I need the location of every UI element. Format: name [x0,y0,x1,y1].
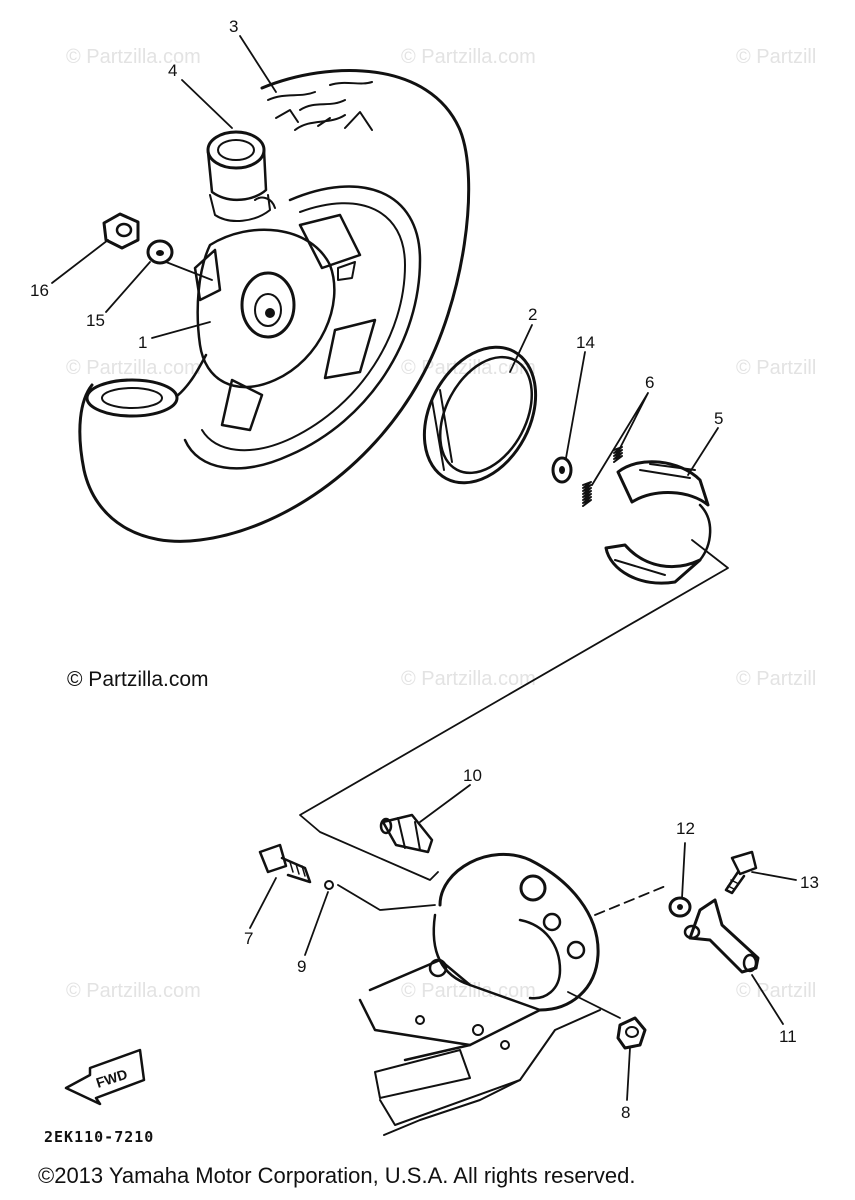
part-14-washer [551,456,573,484]
copyright-notice: ©2013 Yamaha Motor Corporation, U.S.A. A… [38,1163,636,1188]
part-10-camshaft [379,813,434,854]
callout-9: 9 [297,957,306,976]
part-12-washer [668,896,692,918]
callout-2: 2 [528,305,537,324]
callout-5: 5 [714,409,723,428]
assembly-guide-lines [299,539,729,1019]
brake-panel-swingarm [358,853,601,1136]
watermark: © Partzill [736,357,817,379]
watermark: © Partzill [736,980,817,1002]
part-11-brake-arm [683,898,760,974]
callout-8: 8 [621,1103,630,1122]
callout-3: 3 [229,17,238,36]
part-2-ring [422,345,538,485]
watermark: © Partzilla.com [401,668,536,690]
callout-13: 13 [800,873,819,892]
callout-1: 1 [138,333,147,352]
part-6-springs [582,446,623,507]
callout-7: 7 [244,929,253,948]
part-16-nut [102,212,140,250]
callout-11: 11 [779,1027,797,1046]
watermark: © Partzilla.com [401,357,536,379]
callout-16: 16 [30,281,49,300]
watermark: © Partzilla.com [401,46,536,68]
diagram-part-number: 2EK110-7210 [44,1128,155,1146]
part-9-o-ring [324,880,334,890]
part-8-nut [616,1016,647,1050]
watermark: © Partzill [736,46,817,68]
part-7-bolt [258,843,312,884]
callout-leader-lines [51,35,797,1101]
watermark: © Partzilla.com [66,357,201,379]
callout-14: 14 [576,333,595,352]
fwd-arrow-icon: FWD [64,1048,146,1106]
callout-12: 12 [676,819,695,838]
part-5-brake-shoes [604,460,712,585]
part-15-washer [146,239,174,265]
callout-10: 10 [463,766,482,785]
watermark-primary: © Partzilla.com [67,668,209,691]
callout-15: 15 [86,311,105,330]
part-13-bolt [724,850,758,895]
watermark: © Partzill [736,668,817,690]
callout-4: 4 [168,61,177,80]
callout-numbers: 3 4 16 15 1 2 14 6 5 10 12 13 7 9 11 8 [30,17,819,1122]
watermark: © Partzilla.com [66,980,201,1002]
callout-6: 6 [645,373,654,392]
wheel-tire-assembly [78,69,471,543]
watermark: © Partzilla.com [66,46,201,68]
